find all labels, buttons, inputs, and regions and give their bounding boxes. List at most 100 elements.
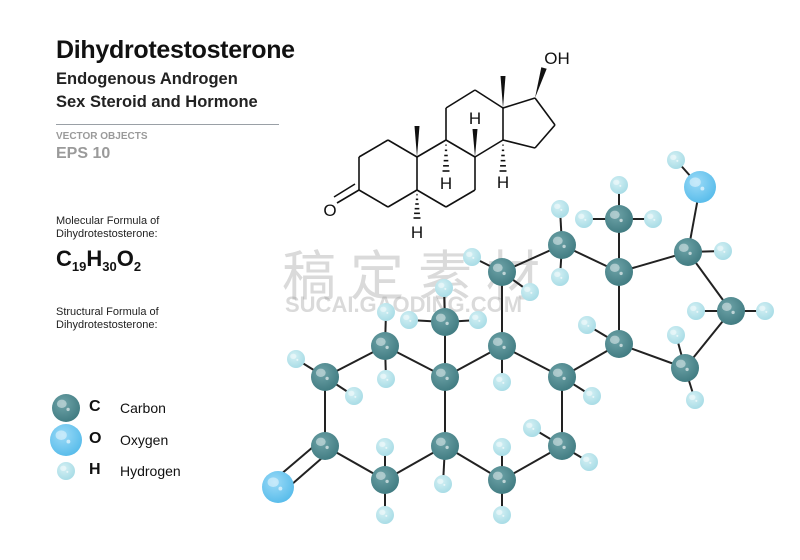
atom-highlight — [619, 184, 622, 187]
atom-highlight — [765, 310, 768, 313]
atom-highlight — [586, 390, 593, 396]
atom-highlight — [354, 395, 357, 398]
atom-highlight — [502, 381, 505, 384]
bond-line — [445, 139, 476, 158]
atom-highlight — [689, 177, 701, 187]
atom-sphere — [431, 432, 459, 460]
atom-sphere — [311, 363, 339, 391]
legend-label-carbon: Carbon — [120, 400, 166, 416]
atom-highlight — [496, 509, 503, 515]
atom-highlight — [723, 250, 726, 253]
atom-highlight — [466, 251, 473, 257]
atom-sphere — [377, 370, 395, 388]
atom-highlight — [689, 394, 696, 400]
atom-sphere — [400, 311, 418, 329]
hydrogen-atom — [667, 151, 685, 169]
oxygen-atom — [262, 471, 294, 503]
atom-highlight — [438, 282, 445, 288]
atom-sphere — [548, 432, 576, 460]
hydrogen-atom — [463, 248, 481, 266]
atom-sphere — [50, 424, 82, 456]
atom-sphere — [376, 506, 394, 524]
atom-highlight — [472, 256, 475, 259]
atom-highlight — [685, 367, 689, 372]
atom-sphere — [431, 308, 459, 336]
atom-highlight — [581, 319, 588, 325]
atom-highlight — [385, 446, 388, 449]
atom-highlight — [325, 445, 329, 450]
bond-line — [502, 97, 536, 109]
legend-symbol-oxygen: O — [89, 430, 102, 447]
carbon-atom — [431, 432, 459, 460]
legend-label-hydrogen: Hydrogen — [120, 463, 181, 479]
atom-highlight — [492, 263, 503, 272]
hydrogen-label: H — [411, 223, 423, 242]
atom-highlight — [587, 324, 590, 327]
atom-highlight — [380, 373, 387, 379]
atom-sphere — [605, 330, 633, 358]
divider — [56, 124, 279, 125]
atom-sphere — [377, 303, 395, 321]
hydrogen-atom — [578, 316, 596, 334]
atom-highlight — [592, 395, 595, 398]
atom-highlight — [584, 218, 587, 221]
atom-sphere — [469, 311, 487, 329]
hydrogen-legend-icon — [57, 462, 75, 480]
atom-sphere — [667, 151, 685, 169]
bond-line — [445, 89, 476, 109]
hydrogen-atom — [667, 326, 685, 344]
atom-sphere — [580, 453, 598, 471]
molecular-formula: C19H30O2 — [56, 246, 141, 274]
hydrogen-atom — [583, 387, 601, 405]
atom-sphere — [52, 394, 80, 422]
atom-sphere — [756, 302, 774, 320]
atom-highlight — [437, 478, 444, 484]
atom-highlight — [435, 437, 446, 446]
atom-highlight — [278, 486, 283, 491]
hydrogen-atom — [376, 438, 394, 456]
atom-highlight — [409, 319, 412, 322]
hydrogen-atom — [551, 268, 569, 286]
atom-highlight — [386, 311, 389, 314]
atom-highlight — [496, 441, 503, 447]
hydrogen-atom — [523, 419, 541, 437]
oxygen-legend-icon — [50, 424, 82, 456]
atom-highlight — [647, 213, 654, 219]
atom-highlight — [609, 210, 620, 219]
atom-highlight — [554, 271, 561, 277]
hydrogen-atom — [377, 303, 395, 321]
carbon-atom — [488, 466, 516, 494]
atom-highlight — [690, 305, 697, 311]
atom-sphere — [686, 391, 704, 409]
oxygen-atom — [684, 171, 716, 203]
atom-highlight — [267, 477, 279, 488]
atom-highlight — [526, 422, 533, 428]
atom-highlight — [670, 329, 677, 335]
carbon-atom — [488, 332, 516, 360]
bond-line — [387, 139, 418, 158]
atom-highlight — [562, 376, 566, 381]
legend-symbol-carbon: C — [89, 398, 101, 415]
subtitle-steroid: Sex Steroid and Hormone — [56, 93, 258, 111]
carbon-atom — [431, 363, 459, 391]
carbon-legend-icon — [52, 394, 80, 422]
hydrogen-label: H — [440, 174, 452, 193]
atom-highlight — [675, 359, 686, 368]
atom-highlight — [609, 335, 620, 344]
atom-highlight — [619, 343, 623, 348]
atom-sphere — [434, 475, 452, 493]
oh-label: OH — [544, 49, 570, 68]
atom-highlight — [589, 461, 592, 464]
atom-highlight — [653, 218, 656, 221]
atom-highlight — [492, 471, 503, 480]
atom-highlight — [55, 430, 67, 441]
atom-highlight — [619, 218, 623, 223]
formula-count: 30 — [102, 259, 117, 274]
atom-highlight — [721, 302, 732, 311]
atom-highlight — [290, 353, 297, 359]
atom-sphere — [521, 283, 539, 301]
methyl-wedge — [500, 76, 506, 108]
atom-highlight — [386, 378, 389, 381]
atom-highlight — [60, 465, 67, 471]
ball-stick-bonds — [272, 159, 765, 515]
